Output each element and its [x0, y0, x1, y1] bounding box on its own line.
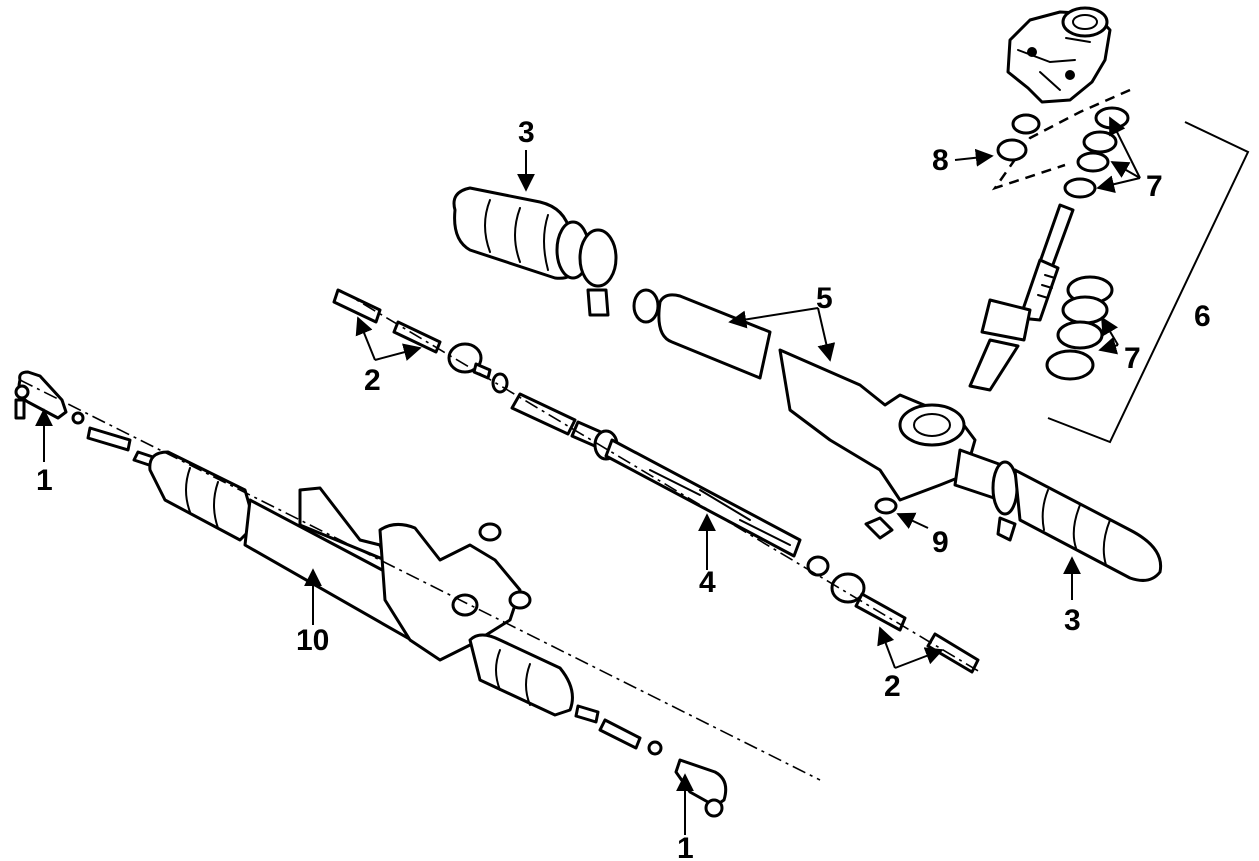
leader-lines	[35, 116, 1141, 835]
adjuster-lock-nut	[864, 497, 898, 540]
callout-3-lower: 3	[1064, 604, 1081, 637]
callout-9: 9	[932, 526, 949, 559]
steering-rack	[491, 372, 830, 577]
callout-7-lower: 7	[1124, 342, 1141, 375]
callout-6: 6	[1194, 300, 1211, 333]
inner-tie-rod-lower	[830, 572, 980, 674]
valve-housing-cover	[1006, 6, 1112, 104]
callout-5: 5	[816, 282, 833, 315]
callout-1-lower: 1	[677, 832, 694, 861]
callout-4: 4	[699, 566, 716, 599]
input-pinion-shaft	[968, 203, 1075, 392]
rack-housing	[632, 288, 1012, 502]
callout-7-upper: 7	[1146, 170, 1163, 203]
rack-boot-lower-right	[991, 460, 1163, 582]
tie-rod-end-left	[14, 370, 158, 468]
callout-8: 8	[932, 144, 949, 177]
inner-tie-rod-upper	[332, 288, 492, 380]
axis-mid	[339, 289, 981, 673]
seal-kit-boundary	[991, 88, 1131, 191]
rack-boot-upper	[452, 186, 618, 317]
seal-rings-lower	[1045, 275, 1114, 381]
callout-2-upper: 2	[364, 364, 381, 397]
callout-2-lower: 2	[884, 670, 901, 703]
bearing-set	[996, 113, 1041, 162]
callout-1-left: 1	[36, 464, 53, 497]
tie-rod-end-right	[574, 704, 728, 818]
callout-10: 10	[296, 624, 329, 657]
bracket-6	[1047, 121, 1250, 444]
rack-and-pinion-assembly	[148, 450, 574, 717]
callout-3-upper: 3	[518, 116, 535, 149]
